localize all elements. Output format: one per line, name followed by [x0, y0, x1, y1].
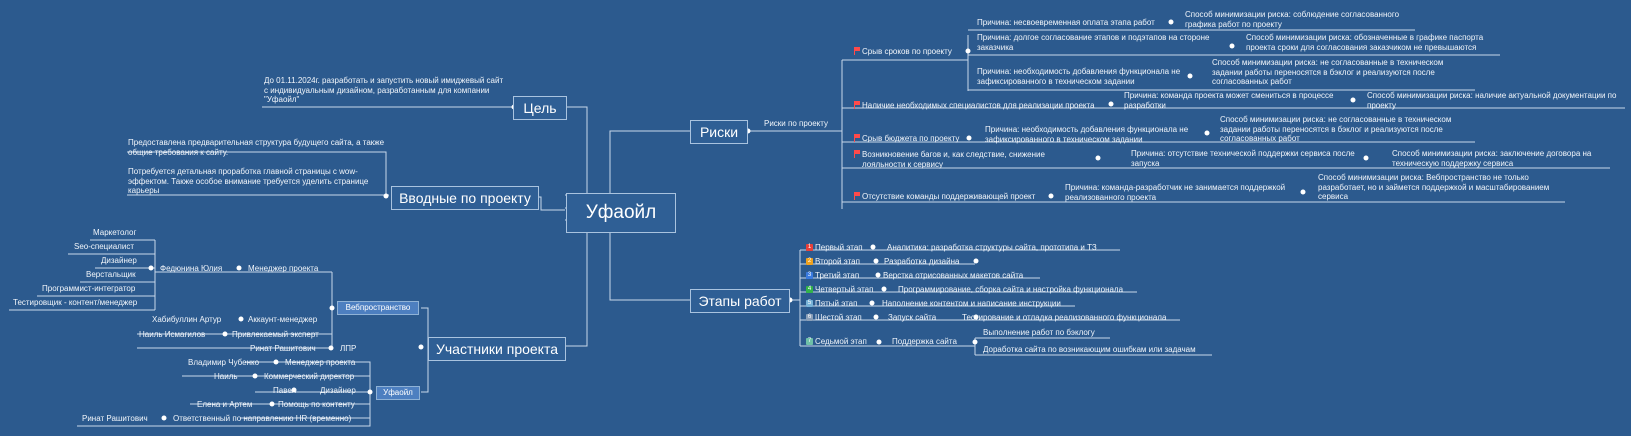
goal-text: До 01.11.2024г. разработать и запустить … — [264, 76, 504, 104]
team-member-role: Тестировщик - контент/менеджер — [13, 298, 138, 307]
risk-title: Срыв сроков по проекту — [862, 47, 952, 56]
intro-item: Предоставлена предварительная структура … — [128, 138, 385, 157]
stage-task: Наполнение контентом и написание инструк… — [882, 299, 1061, 308]
risk-cause: Причина: долгое согласование этапов и по… — [977, 33, 1210, 52]
stage-number-badge: 7 — [806, 338, 813, 345]
risk-cause: Причина: команда проекта может смениться… — [1124, 91, 1334, 110]
intro-node[interactable]: Вводные по проекту — [391, 186, 539, 210]
person-role: ЛПР — [340, 344, 357, 353]
person-role: Менеджер проекта — [285, 358, 356, 367]
risk-mitigation: Способ минимизации риска: наличие актуал… — [1367, 91, 1617, 110]
stage-name: Второй этап — [815, 257, 860, 266]
team-member-role: Программист-интегратор — [42, 284, 136, 293]
stage-number-badge: 3 — [806, 272, 813, 279]
stage-number-badge: 2 — [806, 258, 813, 265]
risk-cause: Причина: необходимость добавления функци… — [985, 125, 1189, 144]
ufaoil-node[interactable]: Уфаойл — [376, 386, 420, 400]
stage-name: Четвертый этап — [815, 285, 874, 294]
flag-icon — [854, 134, 860, 142]
stage-name: Седьмой этап — [815, 337, 867, 346]
team-member-role: Дизайнер — [101, 256, 137, 265]
stage-task: Запуск сайта — [888, 313, 937, 322]
risk-mitigation: Способ минимизации риска: не согласованн… — [1220, 115, 1452, 143]
risk-cause: Причина: отсутствие технической поддержк… — [1131, 149, 1355, 168]
stages-node[interactable]: Этапы работ — [690, 289, 790, 313]
risk-mitigation: Способ минимизации риска: обозначенные в… — [1246, 33, 1484, 52]
risk-cause: Причина: необходимость добавления функци… — [977, 67, 1181, 86]
stage-task: Верстка отрисованных макетов сайта — [883, 271, 1024, 280]
stage-number-badge: 6 — [806, 314, 813, 321]
person-name: Павел — [273, 386, 297, 395]
person-role: Привлекаемый эксперт — [232, 330, 319, 339]
person-name: Хабибуллин Артур — [152, 315, 222, 324]
risk-cause: Причина: несвоевременная оплата этапа ра… — [977, 18, 1155, 27]
risk-title: Наличие необходимых специалистов для реа… — [862, 101, 1095, 110]
risk-mitigation: Способ минимизации риска: Вебпространств… — [1318, 173, 1550, 201]
person-name: Наиль — [214, 372, 238, 381]
risk-mitigation: Способ минимизации риска: заключение дог… — [1392, 149, 1592, 168]
flag-icon — [854, 150, 860, 158]
person-name: Федюнина Юлия — [160, 264, 223, 273]
goal-node[interactable]: Цель — [513, 96, 567, 120]
intro-item: Потребуется детальная проработка главной… — [128, 167, 369, 195]
team-member-role: Seo-специалист — [74, 242, 134, 251]
stage-number-badge: 1 — [806, 244, 813, 251]
team-member-role: Маркетолог — [93, 228, 137, 237]
risks-label: Риски по проекту — [764, 119, 829, 128]
stage-name: Шестой этап — [815, 313, 862, 322]
flag-icon — [854, 47, 860, 55]
risks-node[interactable]: Риски — [690, 120, 748, 144]
stage-task: Аналитика: разработка структуры сайта, п… — [887, 243, 1097, 252]
stage-name: Третий этап — [815, 271, 860, 280]
risk-cause: Причина: команда-разработчик не занимает… — [1065, 183, 1286, 202]
person-name: Владимир Чубенко — [188, 358, 260, 367]
person-role: Дизайнер — [320, 386, 356, 395]
root-node[interactable]: Уфаойл — [566, 193, 676, 233]
stage-number-badge: 5 — [806, 300, 813, 307]
webspace-node[interactable]: Вебпространство — [337, 301, 419, 315]
person-name: Ринат Рашитович — [82, 414, 148, 423]
risk-mitigation: Способ минимизации риска: соблюдение сог… — [1185, 10, 1400, 29]
team-node[interactable]: Участники проекта — [428, 337, 566, 361]
stage-name: Первый этап — [815, 243, 863, 252]
person-name: Елена и Артем — [197, 400, 253, 409]
stage-task: Разработка дизайна — [884, 257, 960, 266]
stage-subtask: Выполнение работ по бэклогу — [983, 328, 1095, 337]
stage-number-badge: 4 — [806, 286, 813, 293]
risk-mitigation: Способ минимизации риска: не согласованн… — [1212, 58, 1444, 86]
person-role: Помощь по контенту — [278, 400, 355, 409]
flag-icon — [854, 101, 860, 109]
stage-task: Программирование, сборка сайта и настрой… — [898, 285, 1124, 294]
stage-task: Поддержка сайта — [892, 337, 957, 346]
person-name: Ринат Рашитович — [250, 344, 316, 353]
person-name: Наиль Исмагилов — [139, 330, 206, 339]
flag-icon — [854, 192, 860, 200]
stage-name: Пятый этап — [815, 299, 858, 308]
person-role: Коммерческий директор — [264, 372, 355, 381]
risk-title: Отсутствие команды поддерживающей проект — [862, 192, 1036, 201]
person-role: Менеджер проекта — [248, 264, 319, 273]
risk-title: Возникновение багов и, как следствие, сн… — [862, 150, 1045, 169]
person-role: Аккаунт-менеджер — [248, 315, 318, 324]
stage-subtask: Тестирование и отладка реализованного фу… — [962, 313, 1167, 322]
team-member-role: Верстальщик — [86, 270, 136, 279]
risk-title: Срыв бюджета по проекту — [862, 134, 960, 143]
stage-subtask: Доработка сайта по возникающим ошибкам и… — [983, 345, 1196, 354]
person-role: Ответственный по направлению HR (временн… — [173, 414, 352, 423]
